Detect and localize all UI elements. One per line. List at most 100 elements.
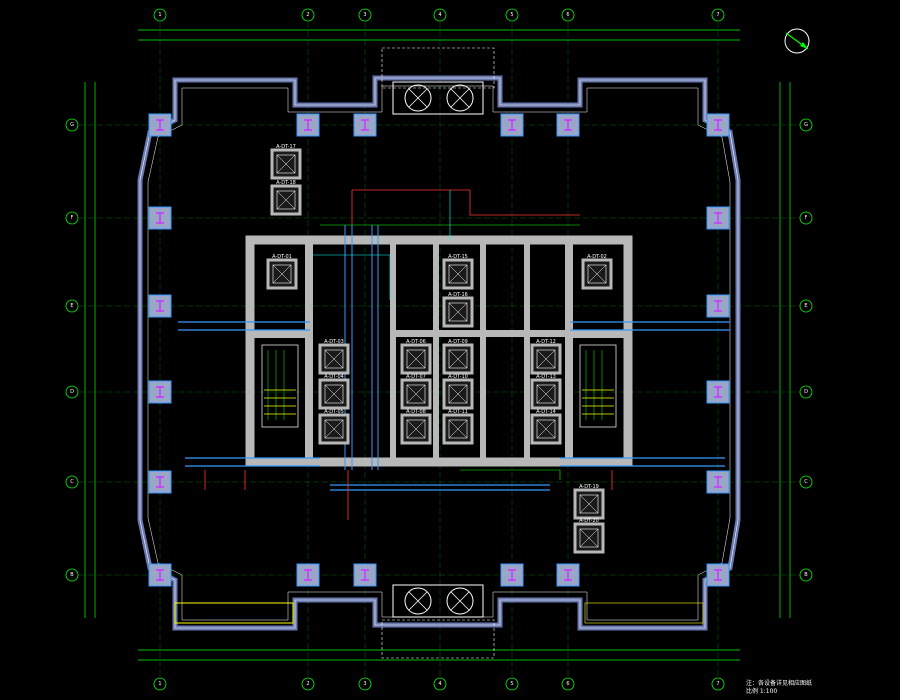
elevator-tag: A-DT-13 <box>536 374 556 380</box>
grid-bubble-left: G <box>65 118 79 132</box>
grid-bubble-right: D <box>799 385 813 399</box>
grid-bubble-left: F <box>65 211 79 225</box>
grid-bubble-bottom-label: 2 <box>306 681 309 687</box>
grid-bubble-bottom: 1 <box>153 677 167 691</box>
elevator: A-DT-15 <box>442 254 474 290</box>
grid-bubble-right-label: B <box>804 572 808 578</box>
grid-bubble-bottom: 4 <box>433 677 447 691</box>
grid-bubble-right-label: G <box>804 122 808 128</box>
column <box>148 113 172 137</box>
grid-bubble-top: 4 <box>433 8 447 22</box>
stair-right <box>579 344 617 428</box>
grid-bubble-right: F <box>799 211 813 225</box>
grid-bubble-top: 5 <box>505 8 519 22</box>
elevator-tag: A-DT-02 <box>587 254 607 260</box>
grid-bubble-top: 3 <box>358 8 372 22</box>
elevator: A-DT-11 <box>442 409 474 445</box>
fan-shaft-top <box>381 47 495 115</box>
grid-bubble-left-label: D <box>70 389 74 395</box>
grid-bubble-right: G <box>799 118 813 132</box>
grid-bubble-top: 2 <box>301 8 315 22</box>
elevator: A-DT-05 <box>318 409 350 445</box>
grid-bubble-left-label: G <box>70 122 74 128</box>
column <box>706 206 730 230</box>
elevator-tag: A-DT-04 <box>324 374 344 380</box>
elevator-tag: A-DT-05 <box>324 409 344 415</box>
elevator-tag: A-DT-17 <box>276 144 296 150</box>
elevator-tag: A-DT-06 <box>406 339 426 345</box>
column <box>500 563 524 587</box>
grid-bubble-top-label: 4 <box>438 12 441 18</box>
drawing-note-line-1: 注：各设备详见相应图纸 <box>746 679 812 687</box>
core-walls <box>245 235 633 467</box>
grid-bubble-right-label: D <box>804 389 808 395</box>
elevator-tag: A-DT-01 <box>272 254 292 260</box>
grid-bubble-bottom-label: 1 <box>158 681 161 687</box>
grid-bubble-left: D <box>65 385 79 399</box>
elevator-tag: A-DT-07 <box>406 374 426 380</box>
grid-bubble-bottom: 7 <box>711 677 725 691</box>
column <box>148 470 172 494</box>
dimension-lines <box>84 29 791 661</box>
elevator: A-DT-01 <box>266 254 298 290</box>
elevator: A-DT-07 <box>400 374 432 410</box>
grid-bubble-top-label: 7 <box>716 12 719 18</box>
elevator-tag: A-DT-03 <box>324 339 344 345</box>
elevator: A-DT-04 <box>318 374 350 410</box>
elevator-tag: A-DT-09 <box>448 339 468 345</box>
column <box>353 113 377 137</box>
grid-bubble-bottom-label: 5 <box>510 681 513 687</box>
grid-bubble-top-label: 1 <box>158 12 161 18</box>
grid-bubble-top-label: 3 <box>363 12 366 18</box>
elevator: A-DT-12 <box>530 339 562 375</box>
elevator-tag: A-DT-10 <box>448 374 468 380</box>
grid-bubble-bottom: 3 <box>358 677 372 691</box>
elevator-tag: A-DT-18 <box>276 180 296 186</box>
grid-bubble-bottom: 5 <box>505 677 519 691</box>
grid-bubble-bottom: 2 <box>301 677 315 691</box>
elevator-tag: A-DT-08 <box>406 409 426 415</box>
column <box>353 563 377 587</box>
elevator-tag: A-DT-11 <box>448 409 468 415</box>
grid-bubble-right-label: F <box>805 215 808 221</box>
elevator: A-DT-03 <box>318 339 350 375</box>
elevator: A-DT-20 <box>573 518 605 554</box>
grid-bubble-left: E <box>65 299 79 313</box>
column <box>706 294 730 318</box>
grid-bubble-right-label: C <box>804 479 808 485</box>
elevator: A-DT-13 <box>530 374 562 410</box>
grid-bubble-right-label: E <box>804 303 807 309</box>
column <box>148 380 172 404</box>
stair-left <box>261 344 299 428</box>
elevator: A-DT-10 <box>442 374 474 410</box>
grid-bubble-bottom: 6 <box>561 677 575 691</box>
grid-lines <box>70 22 810 678</box>
column <box>296 113 320 137</box>
grid-bubble-right: B <box>799 568 813 582</box>
column <box>556 113 580 137</box>
column <box>556 563 580 587</box>
column <box>706 470 730 494</box>
grid-bubble-left-label: C <box>70 479 74 485</box>
column <box>148 294 172 318</box>
column <box>148 206 172 230</box>
elevator: A-DT-18 <box>270 180 302 216</box>
grid-bubble-left: C <box>65 475 79 489</box>
north-arrow-icon <box>784 28 810 54</box>
grid-bubble-right: E <box>799 299 813 313</box>
grid-bubble-top-label: 2 <box>306 12 309 18</box>
grid-bubble-left-label: E <box>70 303 73 309</box>
column <box>706 563 730 587</box>
column <box>706 113 730 137</box>
grid-bubble-top: 7 <box>711 8 725 22</box>
grid-bubble-bottom-label: 6 <box>566 681 569 687</box>
elevator: A-DT-08 <box>400 409 432 445</box>
elevator: A-DT-19 <box>573 484 605 520</box>
elevator: A-DT-02 <box>581 254 613 290</box>
elevator-tag: A-DT-19 <box>579 484 599 490</box>
column <box>296 563 320 587</box>
drawing-note-line-2: 比例 1:100 <box>746 687 777 695</box>
